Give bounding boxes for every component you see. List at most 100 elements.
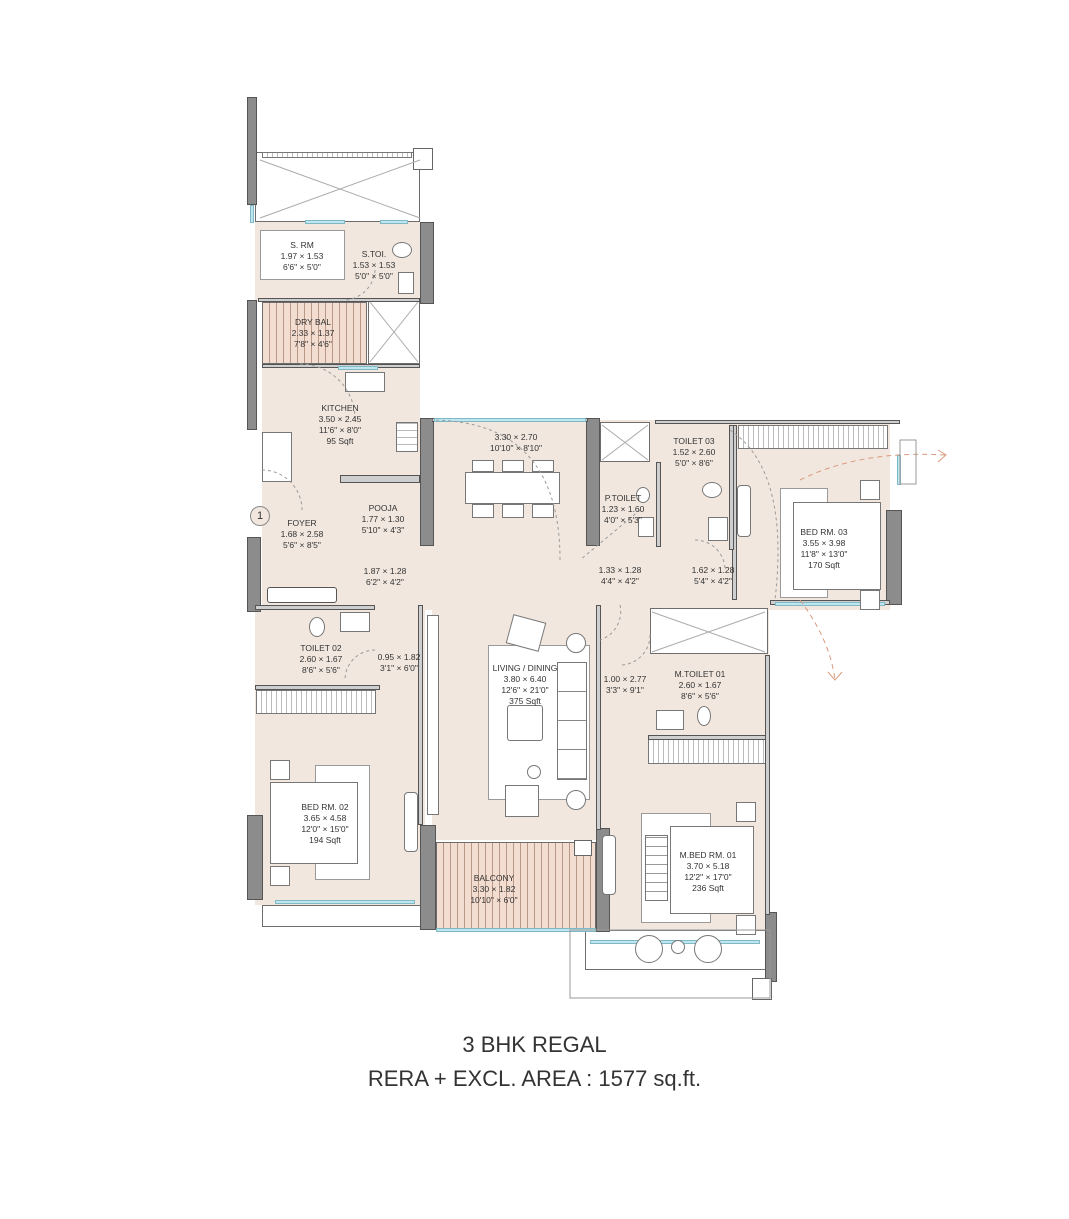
window-service	[305, 220, 345, 224]
lounge-chair	[694, 935, 722, 963]
kitchen-hob	[396, 422, 418, 452]
window-bed02	[275, 900, 415, 904]
partition-toilet03-east	[729, 425, 734, 550]
kitchen-sink	[345, 372, 385, 392]
wall-dining-east	[586, 418, 600, 546]
basin-toilet02	[340, 612, 370, 632]
duct-top	[413, 148, 433, 170]
foyer-console	[267, 587, 337, 603]
tv-unit	[427, 615, 439, 815]
servant-room-bed	[260, 230, 345, 280]
basin-stoi	[398, 272, 414, 294]
partition-living-left	[418, 605, 423, 825]
bed-03	[793, 502, 881, 590]
wall-bed02-east	[420, 825, 436, 930]
fridge	[262, 432, 292, 482]
window-kitchen	[338, 366, 378, 370]
wc-toilet02	[309, 617, 325, 637]
wc-mtoilet	[697, 706, 711, 726]
ac-unit	[404, 792, 418, 852]
side-table	[671, 940, 685, 954]
wardrobe-master	[648, 738, 768, 764]
dining-chair	[532, 460, 554, 472]
partition-ptoilet-east	[656, 462, 661, 547]
armchair	[505, 785, 539, 817]
duct-bottom-right	[752, 978, 772, 1000]
window-stoi	[380, 220, 408, 224]
pooja-shelf-wall	[340, 475, 420, 483]
dry-balcony-deck	[262, 302, 367, 364]
wall-west-mid	[247, 300, 257, 430]
basin-toilet03	[708, 517, 728, 541]
dining-chair	[502, 460, 524, 472]
master-bed	[670, 826, 754, 914]
partition-service-bottom	[258, 298, 420, 302]
partition-toilet02-top	[255, 605, 375, 610]
wall-west-foyer	[247, 537, 261, 612]
side-table	[566, 790, 586, 810]
basin-mtoilet	[656, 710, 684, 730]
nightstand	[860, 590, 880, 610]
dining-table	[465, 472, 560, 504]
dining-chair	[472, 460, 494, 472]
window-west	[250, 205, 254, 223]
wc-toilet03	[702, 482, 722, 498]
nightstand	[736, 802, 756, 822]
wc-ptoilet	[636, 487, 650, 503]
wall-west-upper	[247, 97, 257, 205]
balcony-deck	[436, 842, 596, 930]
side-table	[566, 633, 586, 653]
sofa	[557, 662, 587, 780]
partition-toilet02-bottom	[255, 685, 380, 690]
lounge-chair	[635, 935, 663, 963]
nightstand	[860, 480, 880, 500]
partition-master-east	[765, 655, 770, 915]
duct-balcony	[574, 840, 592, 856]
window-dining	[434, 418, 586, 422]
wall-west-lower	[247, 815, 263, 900]
basin-ptoilet	[638, 517, 654, 537]
entry-marker: 1	[250, 506, 270, 526]
window-bed03	[775, 602, 885, 606]
dining-chair	[472, 504, 494, 518]
coffee-table	[507, 705, 543, 741]
nightstand	[270, 866, 290, 886]
dining-chair	[502, 504, 524, 518]
wardrobe-bed-02	[256, 690, 376, 714]
wall-stoi-east	[420, 222, 434, 304]
unit-area-line: RERA + EXCL. AREA : 1577 sq.ft.	[367, 1066, 702, 1091]
dining-chair	[532, 504, 554, 518]
bench	[645, 835, 668, 901]
wardrobe-bed-03	[738, 425, 888, 449]
partition-right-top	[655, 420, 900, 424]
bed-02	[270, 782, 358, 864]
lamp	[527, 765, 541, 779]
railing-top	[262, 152, 412, 158]
wall-dining-west	[420, 418, 434, 546]
wc-stoi	[392, 242, 412, 258]
nightstand	[270, 760, 290, 780]
ac-unit	[737, 485, 751, 537]
ac-unit	[602, 835, 616, 895]
